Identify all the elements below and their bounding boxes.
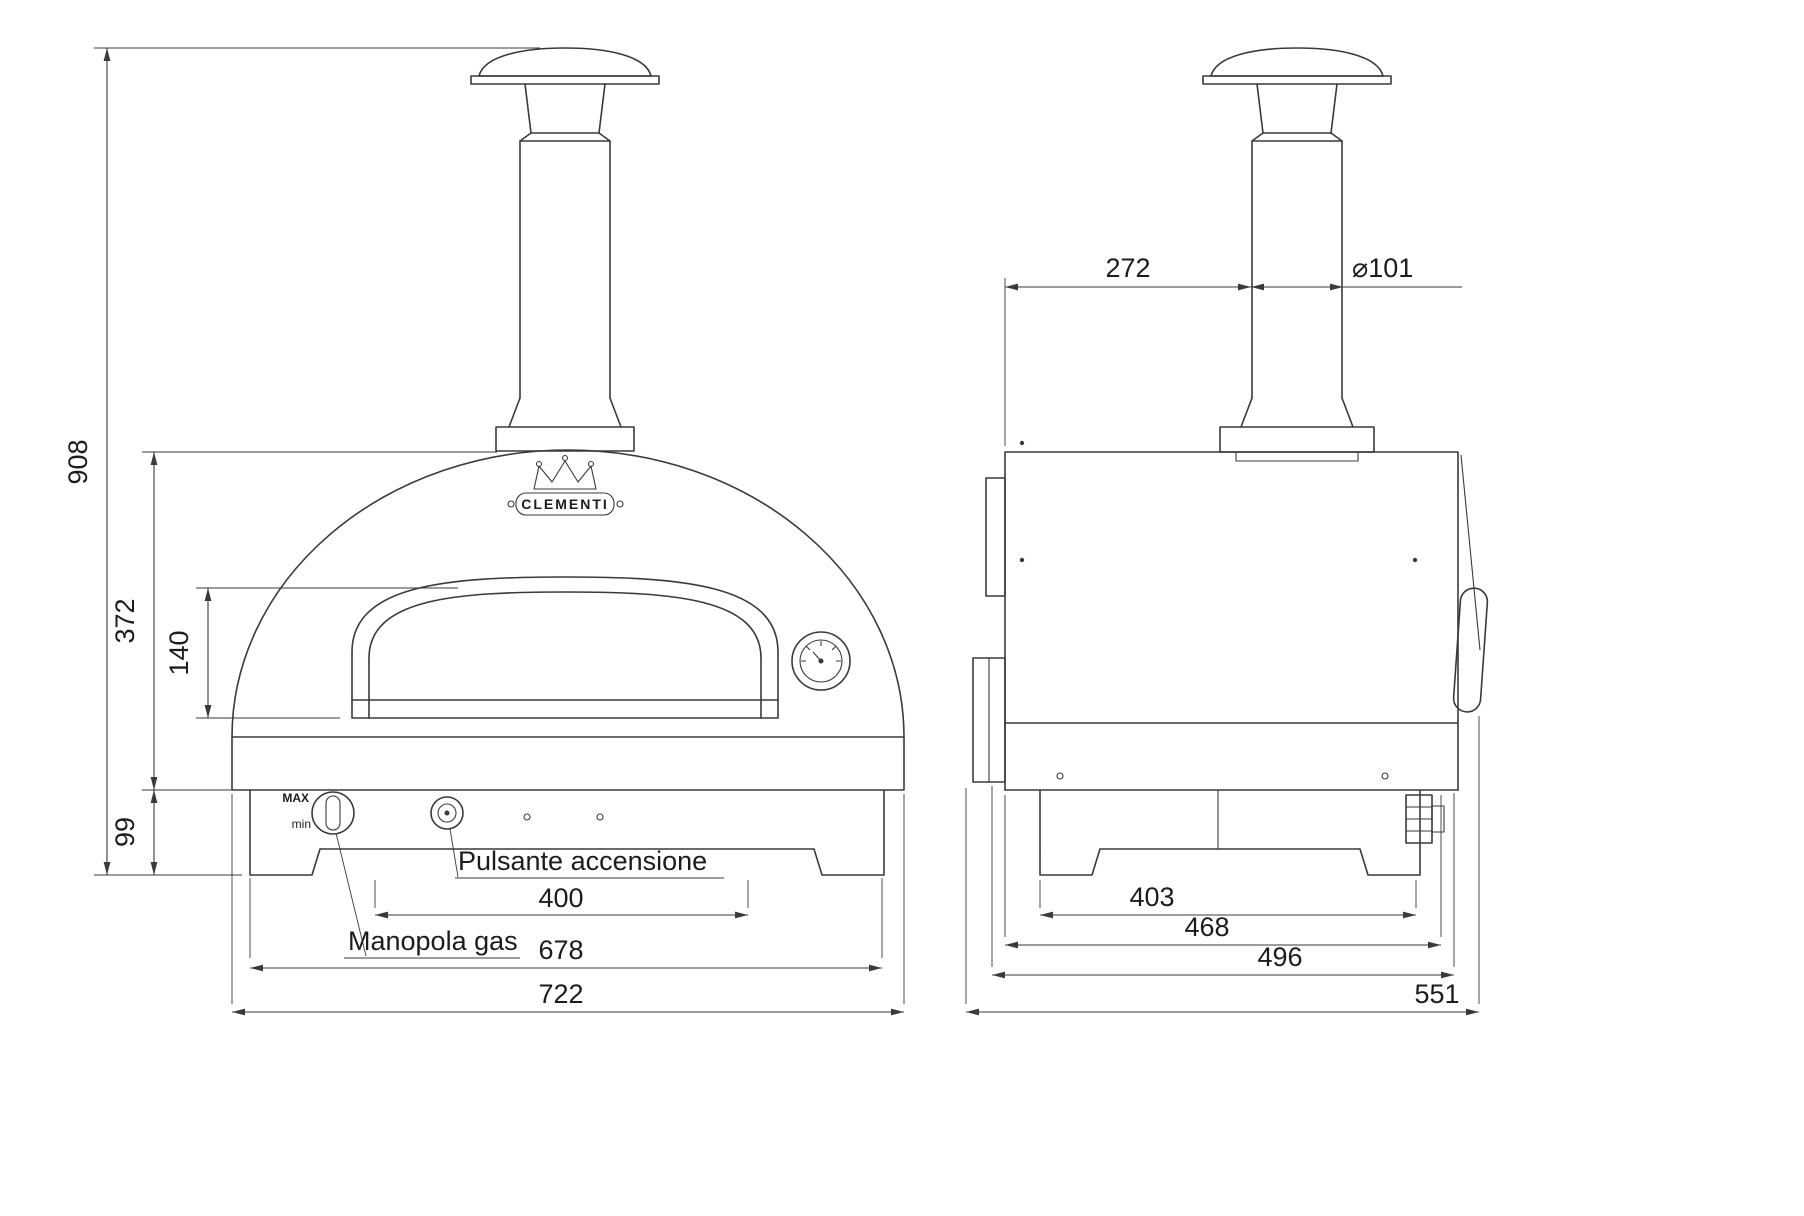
- dim-272-text: 272: [1105, 253, 1150, 283]
- body-side: [972, 440, 1489, 791]
- dim-101-text: ⌀101: [1352, 253, 1413, 283]
- dim-400-text: 400: [538, 883, 583, 913]
- panel-screw: [1056, 772, 1064, 780]
- chimney-front: [470, 47, 660, 452]
- side-view: [972, 47, 1489, 876]
- dim-496-text: 496: [1257, 942, 1302, 972]
- ignition-button[interactable]: [430, 796, 464, 830]
- dim-272: 272: [1004, 253, 1251, 446]
- dim-403: 403: [1039, 880, 1417, 919]
- thermometer: [791, 631, 851, 691]
- screw-dot: [1019, 557, 1025, 563]
- dim-551: 551: [965, 716, 1480, 1016]
- dim-908: 908: [63, 47, 540, 876]
- screw-dot: [1412, 557, 1418, 563]
- dim-99-text: 99: [110, 817, 140, 847]
- dim-400: 400: [374, 880, 749, 919]
- dimensions: 908 372 140 99 400 678: [63, 47, 1480, 1016]
- dim-372-text: 372: [110, 598, 140, 643]
- dim-101: ⌀101: [1251, 253, 1462, 291]
- dome-edge-line: [1460, 454, 1481, 651]
- hinge-upper: [985, 477, 1006, 597]
- thermometer-dial: [799, 639, 843, 683]
- gas-min-label: min: [292, 817, 311, 831]
- door-inner-arch: [368, 591, 762, 719]
- chimney-pipe: [1251, 140, 1343, 399]
- gas-max-label: MAX: [282, 791, 309, 805]
- callouts: Pulsante accensione Manopola gas: [335, 828, 724, 959]
- base-side: [1039, 789, 1421, 876]
- label-manopola: Manopola gas: [335, 832, 520, 959]
- dome-outline: [231, 449, 905, 791]
- dim-678: 678: [249, 878, 883, 972]
- panel-screw: [596, 813, 604, 821]
- manopola-label-text: Manopola gas: [348, 926, 518, 956]
- clementi-logo: CLEMENTI: [507, 454, 624, 516]
- front-view: CLEMENTI MAX min: [231, 47, 905, 876]
- dim-468: 468: [1004, 795, 1442, 949]
- thermometer-bezel: [791, 631, 851, 691]
- dim-99: 99: [110, 790, 158, 875]
- chimney-collar: [495, 426, 635, 452]
- dim-403-text: 403: [1129, 882, 1174, 912]
- regulator-knob[interactable]: [1431, 805, 1445, 833]
- dim-468-text: 468: [1184, 912, 1229, 942]
- label-pulsante: Pulsante accensione: [449, 828, 724, 879]
- panel-screw: [1381, 772, 1389, 780]
- logo-text: CLEMENTI: [521, 496, 609, 512]
- panel-screw: [523, 813, 531, 821]
- gas-knob[interactable]: [311, 791, 355, 835]
- dim-678-text: 678: [538, 935, 583, 965]
- base-front: [249, 789, 885, 876]
- control-panel: MAX min: [282, 791, 604, 835]
- chimney-pipe: [519, 140, 611, 399]
- base-outline: [249, 789, 885, 876]
- pulsante-label-text: Pulsante accensione: [458, 846, 707, 876]
- door-outer-arch: [351, 576, 779, 719]
- dim-908-text: 908: [63, 439, 93, 484]
- dim-140-text: 140: [164, 630, 194, 675]
- side-handle[interactable]: [1452, 587, 1489, 713]
- dim-551-text: 551: [1414, 979, 1459, 1009]
- logo-banner: [515, 492, 615, 516]
- gas-knob-grip[interactable]: [325, 795, 341, 831]
- oven-dome-front: [231, 449, 905, 791]
- dim-140: 140: [164, 587, 458, 719]
- screw-dot: [1019, 440, 1025, 446]
- chimney-cap: [1210, 47, 1384, 77]
- gas-regulator: [1405, 794, 1445, 844]
- dim-372: 372: [110, 451, 497, 791]
- dim-722: 722: [231, 794, 905, 1016]
- dim-496: 496: [991, 786, 1455, 979]
- crown-icon: [533, 460, 597, 490]
- oven-door: [351, 576, 779, 719]
- dim-722-text: 722: [538, 979, 583, 1009]
- base-outline: [1039, 789, 1421, 876]
- chimney-cap: [478, 47, 652, 77]
